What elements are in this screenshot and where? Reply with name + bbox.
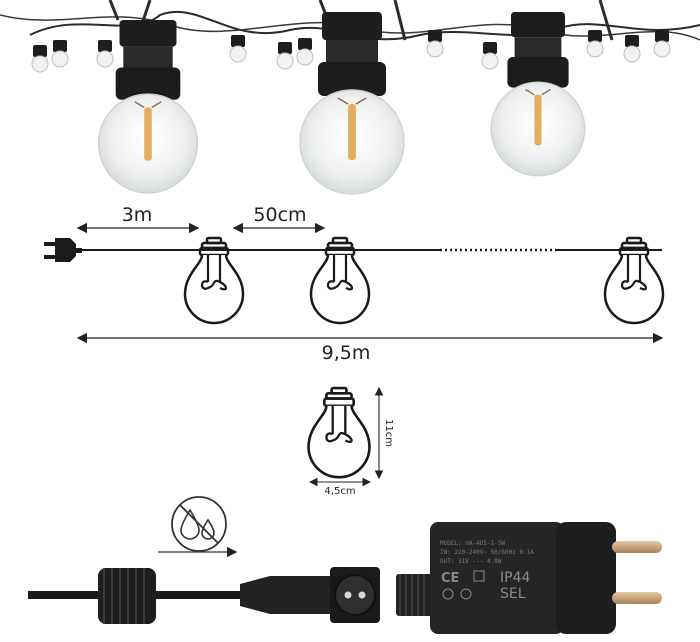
- photo-bulb-left: [97, 19, 199, 194]
- photo-bulb-right: [490, 11, 586, 177]
- water-drops-crossed-icon: [171, 496, 227, 552]
- adapter-model-text: MODEL: HA-4U5-1-5W: [440, 540, 505, 547]
- sel-mark: SEL: [500, 586, 526, 602]
- total-length-label: 9,5m: [322, 342, 371, 364]
- bulb-icon: [307, 386, 371, 479]
- bulb-width-label: 4,5cm: [324, 486, 355, 497]
- product-photo: [0, 0, 700, 195]
- bulb-height-label: 11cm: [383, 419, 394, 447]
- length-diagram: 3m 50cm 9,5m: [44, 204, 665, 364]
- bulb-size-diagram: 11cm 4,5cm: [307, 386, 394, 497]
- plug-icon: [44, 238, 82, 262]
- segment-plug-to-first-label: 3m: [122, 204, 153, 226]
- cable-connector-icon: [28, 567, 380, 624]
- ce-mark: CE: [441, 571, 459, 586]
- ip-rating-mark: IP44: [500, 570, 530, 586]
- segment-between-bulbs-label: 50cm: [253, 204, 306, 226]
- adapter-input-text: IN: 220-240V~ 50/60Hz 0.1A: [440, 549, 534, 556]
- adapter-output-text: OUT: 31V --- 4.8W: [440, 558, 502, 565]
- power-adapter-icon: MODEL: HA-4U5-1-5W IN: 220-240V~ 50/60Hz…: [396, 522, 662, 634]
